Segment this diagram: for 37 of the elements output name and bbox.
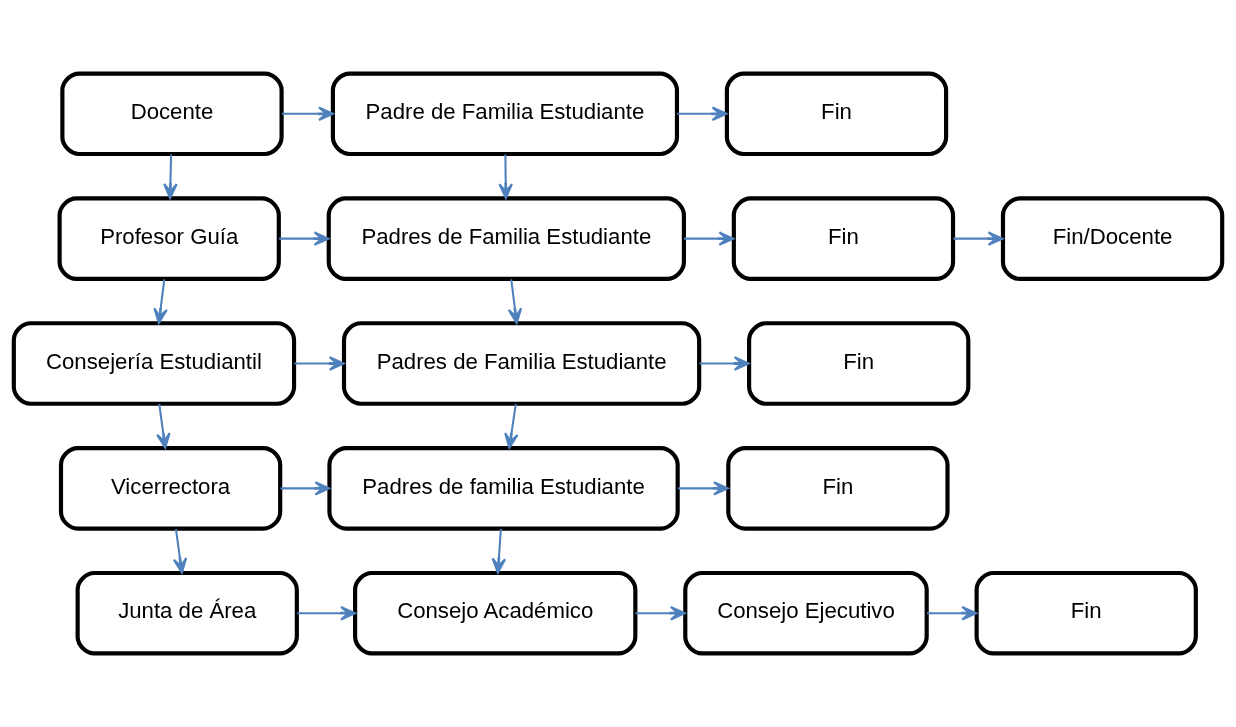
node-box: Junta de Área (75, 570, 299, 656)
arrow (280, 481, 331, 496)
arrow (163, 154, 178, 200)
arrow (297, 605, 356, 621)
arrow (491, 528, 507, 574)
arrow (699, 356, 750, 371)
arrow (504, 404, 519, 449)
node-box: Consejo Académico (353, 570, 638, 656)
arrow (279, 231, 330, 246)
arrow (677, 106, 728, 122)
arrow (172, 528, 188, 574)
node-box: Padre de Familia Estudiante (330, 71, 680, 157)
node-box: Consejería Estudiantil (11, 321, 297, 406)
node-box: Vicerrectora (58, 446, 283, 531)
node-box: Fin/Docente (1000, 196, 1225, 281)
node-box: Padres de familia Estudiante (327, 446, 680, 531)
node-box: Padres de Familia Estudiante (341, 321, 702, 406)
node-box: Padres de Familia Estudiante (326, 196, 686, 281)
node-box: Fin (974, 570, 1198, 656)
node-box: Fin (731, 196, 956, 281)
node-box: Fin (747, 321, 971, 406)
node-box: Profesor Guía (57, 196, 281, 281)
arrow (926, 605, 978, 621)
node-box: Consejo Ejecutivo (683, 570, 929, 656)
arrow (281, 106, 334, 122)
node-box: Docente (60, 71, 284, 157)
arrow (294, 356, 345, 371)
arrow (635, 605, 686, 621)
arrow (507, 279, 523, 324)
arrow (677, 481, 729, 496)
arrow (498, 154, 513, 200)
node-box: Fin (726, 446, 950, 531)
arrow (684, 231, 735, 246)
arrow (153, 279, 168, 324)
arrow (156, 404, 171, 449)
arrow (953, 231, 1004, 246)
node-box: Fin (724, 71, 949, 157)
